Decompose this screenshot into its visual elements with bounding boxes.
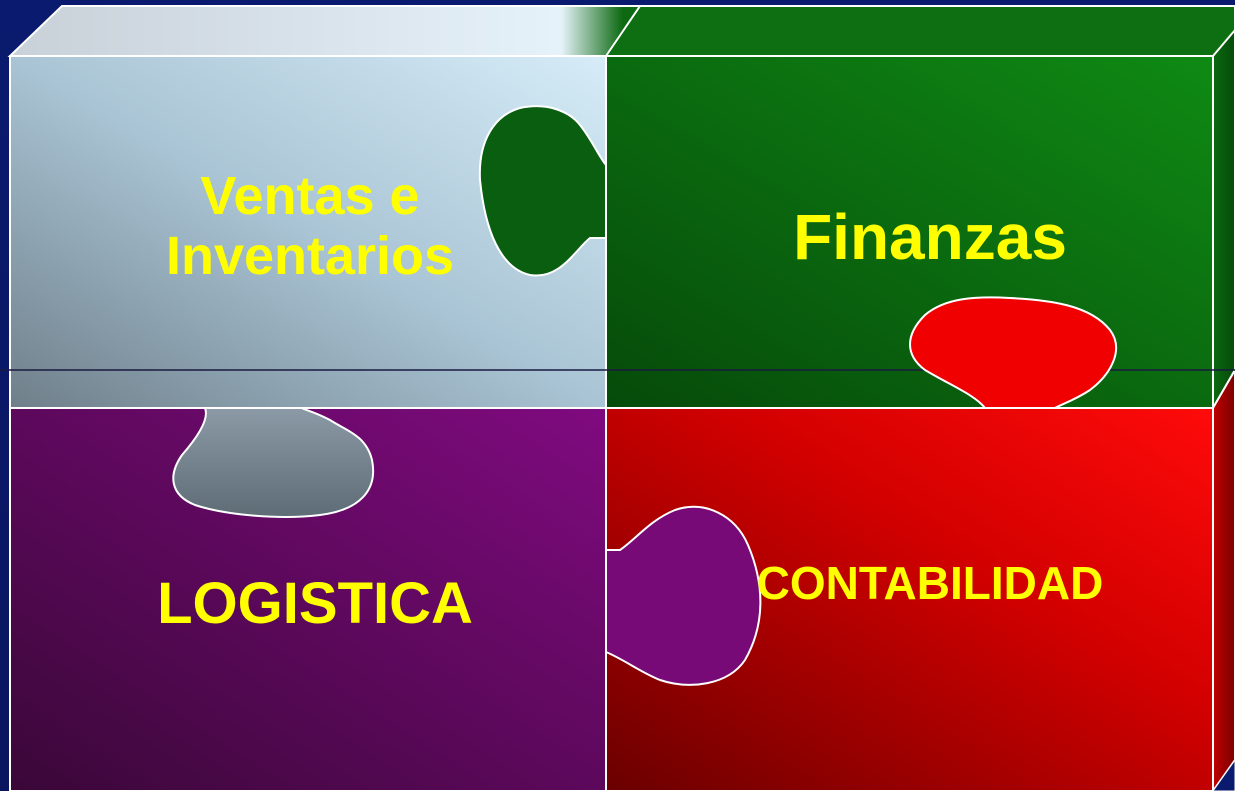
- corner-accent: [1212, 759, 1235, 791]
- top-face-green: [604, 5, 1235, 57]
- label-logistica: LOGISTICA: [157, 571, 473, 636]
- label-ventas-line1: Ventas e: [200, 166, 420, 226]
- knob-logistica: [605, 505, 762, 686]
- piece-contabilidad: [605, 407, 1214, 791]
- label-contabilidad: CONTABILIDAD: [756, 557, 1104, 609]
- knob-contabilidad: [909, 296, 1117, 409]
- label-ventas-line2: Inventarios: [165, 226, 455, 287]
- knob-ventas: [172, 407, 375, 518]
- knob-finanzas: [478, 105, 607, 277]
- side-face-red: [1212, 368, 1235, 791]
- side-face-green: [1212, 28, 1235, 412]
- label-finanzas: Finanzas: [793, 201, 1067, 273]
- label-ventas-inventarios: Ventas e Inventarios: [90, 166, 530, 287]
